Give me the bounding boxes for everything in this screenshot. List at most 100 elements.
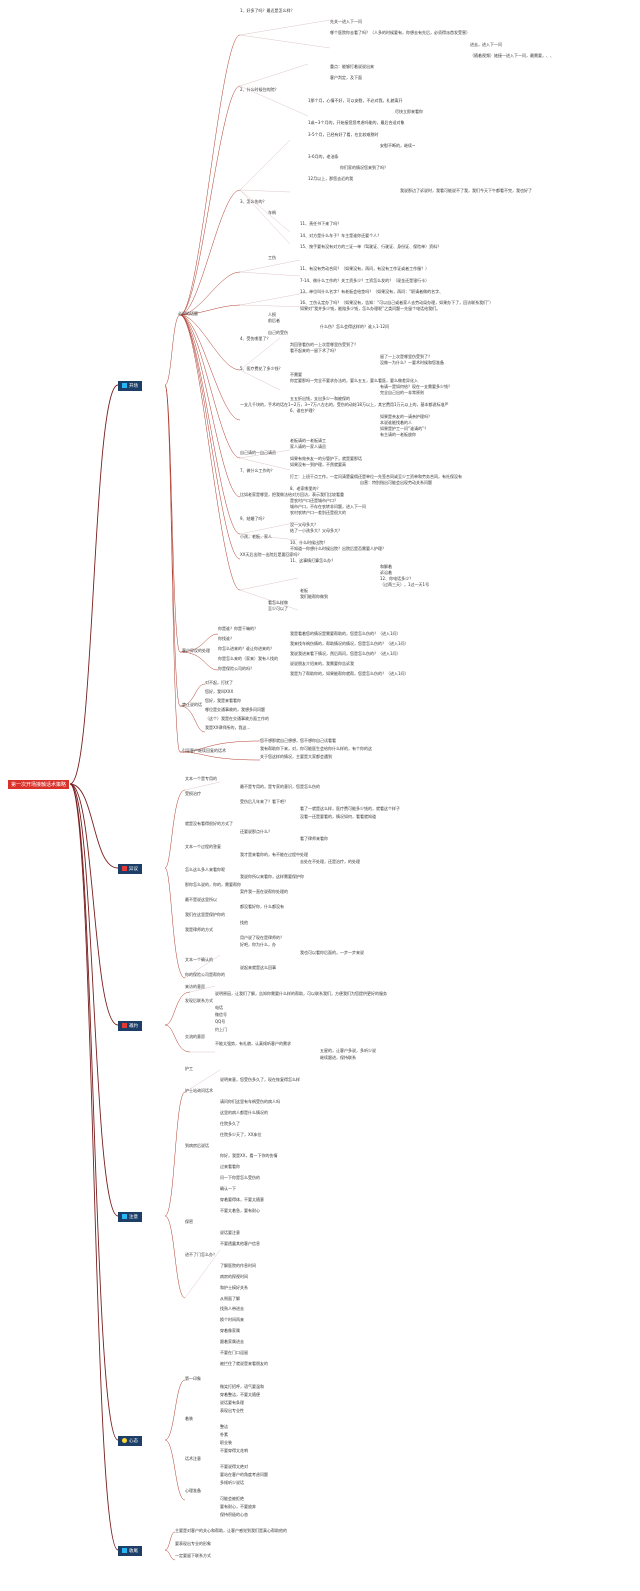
node-text[interactable]: 进不了门怎么办？ <box>185 1251 217 1257</box>
node-text[interactable]: 好吧，你为什么，办 <box>240 942 276 948</box>
node-text[interactable]: 是农村户口还是城市户口？ <box>290 498 338 503</box>
node-text[interactable]: 看怎么样做 <box>268 600 288 605</box>
node-text[interactable]: 一支几千块的，手术的话在1~2万，3~7万八左右的，受伤的动轮18万以上，其它费… <box>240 402 449 407</box>
node-text[interactable]: 多倾听少说话 <box>220 1480 244 1485</box>
node-text[interactable]: 交流的意愿 <box>185 1033 205 1039</box>
node-text[interactable]: 表现出专业性 <box>220 1408 244 1413</box>
node-text[interactable]: 就是没有看得很好的方式了 <box>185 821 233 827</box>
branch-notice[interactable]: 注意 <box>118 1212 142 1222</box>
node-text[interactable]: 从侧面了解 <box>220 1295 240 1301</box>
branch-closing[interactable]: 收尾 <box>118 1546 142 1556</box>
node-text[interactable]: 了解医院的作息时间 <box>220 1262 256 1268</box>
node-text[interactable]: 6、谁在护理？ <box>290 408 317 413</box>
node-text[interactable]: 老板请的—老板请工 <box>290 438 326 443</box>
node-text[interactable]: 我们能帮你做到 <box>300 594 328 599</box>
node-text[interactable]: 我是律师的方式 <box>185 927 213 933</box>
node-text[interactable]: 保持积极的心态 <box>220 1512 248 1517</box>
node-text[interactable]: 我是为了帮助你的，如果能帮你就帮，您是怎么伤的？（进入1问） <box>290 671 409 676</box>
node-text[interactable]: 没看—还是要看的，情况如何，看看就知道 <box>300 813 376 819</box>
node-text[interactable]: 4、受伤哪里了？ <box>240 336 271 341</box>
node-text[interactable]: 客户判定，及下面 <box>330 75 362 81</box>
node-text[interactable]: 至少可以了 <box>268 606 288 611</box>
node-text[interactable]: 对不起，打扰了 <box>205 680 233 685</box>
node-text[interactable]: 您不想那就自己想想，您不想你自己试看看 <box>260 738 336 743</box>
node-text[interactable]: 第一印象 <box>185 1376 201 1381</box>
node-text[interactable]: 哪个医院你去看了吗？（人多的时候要有，你想去有先后，必须得派首发受害） <box>330 30 470 36</box>
node-text[interactable]: 12、你电话多少？ <box>380 576 414 581</box>
node-text[interactable]: 最不是说这里所以 <box>185 896 217 902</box>
node-text[interactable]: 安慰不断的，继续~ <box>380 142 416 148</box>
node-text[interactable]: 说起来就是这么回事 <box>240 964 276 970</box>
node-text[interactable]: 比如老家是哪里，把我做法给对方回访，表示我们比较看重 <box>240 492 344 497</box>
node-text[interactable]: 过来看看你 <box>220 1164 240 1170</box>
node-text[interactable]: 我是看着您的情况是需要帮助的，您是怎么伤的？（进入1问） <box>290 631 401 636</box>
node-text[interactable]: 不知道—你想什么时候出院？出院后是否需要人护理？ <box>290 546 386 551</box>
node-text[interactable]: 住院多久了 <box>220 1120 240 1126</box>
node-text[interactable]: 13、单位叫什么名字？有老板会给垫吗？（如果没有，再问：“职请者做的名字、 <box>300 288 444 294</box>
node-text[interactable]: XX天后出院—出院后是要回家吗？ <box>240 552 302 557</box>
node-text[interactable]: 那你怎么说的，你的，需要帮你 <box>185 881 241 887</box>
node-text[interactable]: 哪位是交通事故的，我想多问问题 <box>205 707 265 712</box>
node-text[interactable]: 有请—是如何给？现在一支需要多少钱？ <box>380 384 452 389</box>
node-text[interactable]: 怎么这么多人来看你呢 <box>185 866 225 872</box>
node-text[interactable]: 和解着 <box>380 564 392 569</box>
node-text[interactable]: 前后者 <box>268 318 280 323</box>
node-text[interactable]: 我也可以看你后面的，一步一步来说 <box>300 949 364 955</box>
node-text[interactable]: 发现后联系方式 <box>185 998 213 1004</box>
node-text[interactable]: 确认一下 <box>220 1186 236 1192</box>
node-text[interactable]: 用户说了现在是律师的？ <box>240 934 284 940</box>
node-text[interactable]: 不要透露其他客户信息 <box>220 1240 260 1246</box>
node-text[interactable]: 2、什么时候住的院？ <box>240 86 279 92</box>
node-text[interactable]: 看了律师来看你 <box>300 836 328 842</box>
node-text[interactable]: 您好，我是来看看你 <box>205 698 241 703</box>
node-text[interactable]: 什么伤？怎么会得这样的？谁入1-12问 <box>320 324 390 329</box>
node-text[interactable]: 文本一个过程的答复 <box>185 844 221 849</box>
node-text[interactable]: 16、工伤认定办了吗？（如果没有，告知：“可以自己或者家人去劳动局办理，如果办下… <box>300 300 494 305</box>
node-text[interactable]: 继续跟进，保持联系 <box>320 1054 356 1060</box>
node-text[interactable]: 来访的意愿 <box>185 984 205 989</box>
node-text[interactable]: 看了—就是这么样，医疗费可能多少钱的，就看这个样子 <box>300 806 400 812</box>
node-text[interactable]: 先关—进入下一问 <box>330 19 362 25</box>
node-text[interactable]: 被拦住了就说是来看朋友的 <box>220 1361 268 1367</box>
node-text[interactable]: 自己的受伤 <box>268 330 288 335</box>
node-text[interactable]: 我来找车祸伤情的，帮助情况的情况，您是怎么伤的？（进入1问） <box>290 641 409 646</box>
node-text[interactable]: 工伤 <box>268 255 276 261</box>
node-text[interactable]: 心理准备 <box>185 1488 201 1493</box>
node-text[interactable]: 你是怎么来的（家来）我有人找的 <box>218 656 278 661</box>
node-text[interactable]: 城市户口，不存在农转非问题，进入下一问 <box>290 504 366 509</box>
node-text[interactable]: 1那个月，心情不好，可以安慰，不必对我，礼貌离开 <box>308 97 403 103</box>
node-text[interactable]: 我才是来看你的，有不能在过程中处理 <box>240 851 308 857</box>
node-text[interactable]: 判回答看伤的—上次是哪里伤受到了？ <box>290 342 358 347</box>
node-text[interactable]: 穿着整洁，不要太随便 <box>220 1392 260 1397</box>
node-text[interactable]: 文本一个是专用的 <box>185 776 217 781</box>
node-text[interactable]: 没做—为什么？—要术时候和您准备 <box>380 360 444 365</box>
node-text[interactable]: 11、责任书下来了吗？ <box>300 221 342 227</box>
node-text[interactable]: 跟着家属进去 <box>220 1339 244 1345</box>
branch-invite[interactable]: 邀约 <box>118 1021 142 1031</box>
node-text[interactable]: 受损治疗 <box>185 791 201 797</box>
node-text[interactable]: 不要在门口逗留 <box>220 1350 248 1356</box>
node-text[interactable]: 这里的病人都是什么情况的 <box>220 1109 268 1115</box>
node-text[interactable]: 3-5个月，已经有好了看，在比较难熬时 <box>308 131 379 137</box>
node-text[interactable]: 打工：上班干点工作，一定问清楚雇佣还是单位—先签合同或至少工资单和劳务合同，有社… <box>290 474 462 479</box>
node-text[interactable]: 病房的探视时间 <box>220 1273 248 1279</box>
node-text[interactable]: 说明来意，您受伤多久了，现在恢复得怎么样 <box>220 1076 300 1082</box>
node-text[interactable]: 主要是对客户的关心和帮助，让客户感觉到我们是真心帮助他的 <box>175 1528 287 1533</box>
node-text[interactable]: 保密 <box>185 1219 193 1224</box>
node-text[interactable]: 我有帮助你下来，对，你可能医生会给你什么样的，有个你的这 <box>260 746 372 751</box>
node-text[interactable]: 看不起来的—留下术了吗？ <box>290 348 338 353</box>
branch-opening[interactable]: 开场 <box>118 381 142 391</box>
node-text[interactable]: 你们家的情况您来到了吗？ <box>340 165 388 171</box>
section-title[interactable]: 客户异议的处理 <box>182 648 210 653</box>
node-text[interactable]: 9、结婚了吗？ <box>240 516 267 521</box>
node-text[interactable]: 不要太着急，要有耐心 <box>220 1208 260 1214</box>
node-text[interactable]: （这个）我是在交通事故方面工作的 <box>205 716 269 721</box>
node-text[interactable]: 关于您这样的情况，主要是大家都会遇到 <box>260 754 332 759</box>
node-text[interactable]: 可能会被拒绝 <box>220 1496 244 1501</box>
node-text[interactable]: 说明原因，让我们了解，告知你需要什么样的帮助，可以联系我们，方便我们为您提供更好… <box>215 991 387 997</box>
node-text[interactable]: 11、有没有劳动合同？（如果没有，再问，有没有工作证或者工作服？） <box>300 266 430 272</box>
node-text[interactable]: 还要说那点什么？ <box>240 828 272 834</box>
node-text[interactable]: 如果没有—到护理，不然就要高 <box>290 462 346 467</box>
node-text[interactable]: 说话要有条理 <box>220 1400 244 1405</box>
node-text[interactable]: 自己请的—自己请员 <box>240 450 276 455</box>
